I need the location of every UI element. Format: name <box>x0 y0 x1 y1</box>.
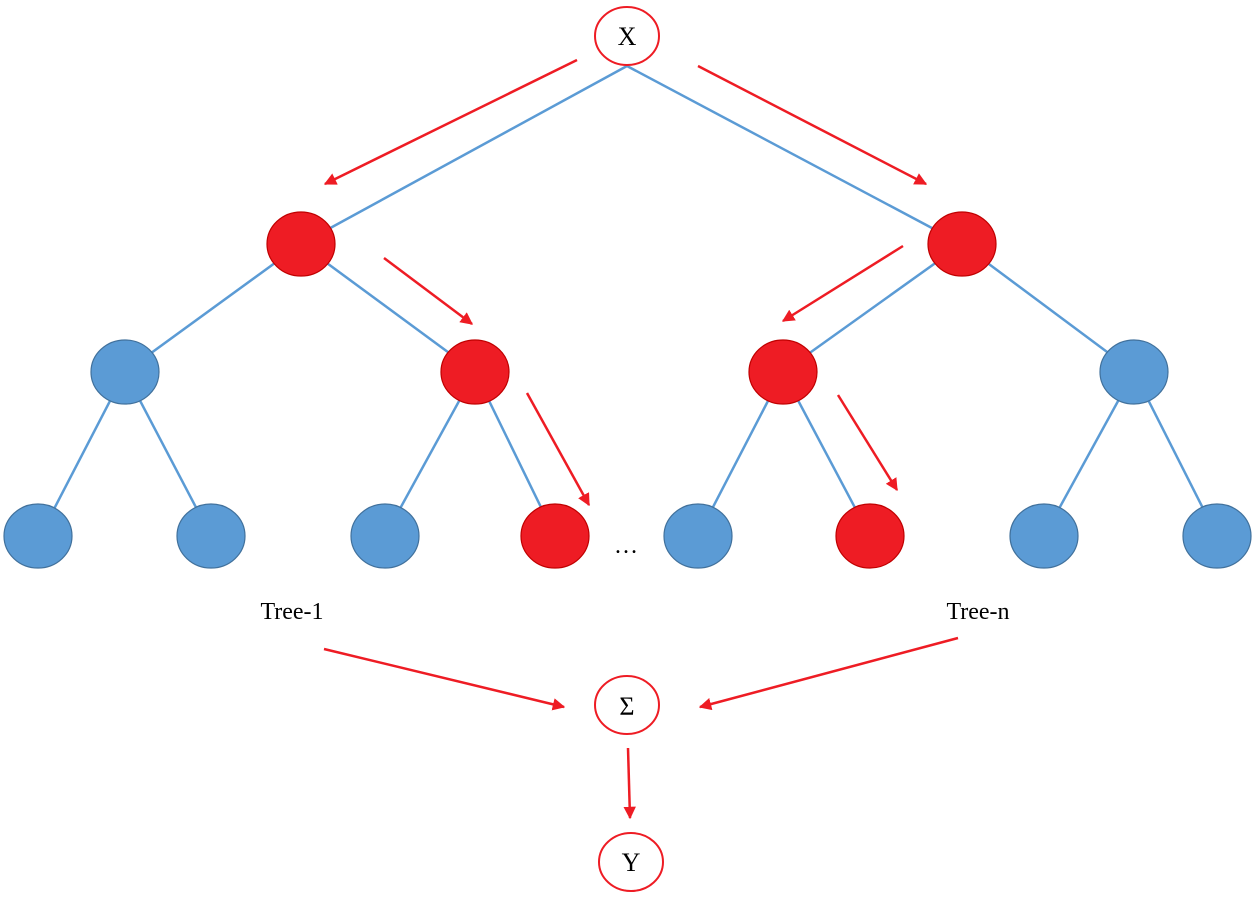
edge-t1-root-right <box>300 242 476 374</box>
edge-tn-root-right <box>961 242 1135 374</box>
tree-1 <box>3 211 590 569</box>
arrow-t1-right-to-leaf <box>525 392 591 507</box>
treen-right-node <box>1099 339 1169 405</box>
output-node <box>598 832 664 892</box>
sum-label: Σ <box>619 692 634 721</box>
arrow-tree1-to-sum <box>323 647 566 711</box>
treen-leaf-1 <box>663 503 733 569</box>
tree1-leaf-4 <box>520 503 590 569</box>
tree1-right-node <box>440 339 510 405</box>
tree-n <box>663 211 1252 569</box>
tree1-left-node <box>90 339 160 405</box>
tree1-leaf-3 <box>350 503 420 569</box>
arrow-tn-left-to-leaf <box>836 394 899 492</box>
tree1-root-node <box>266 211 336 277</box>
tree1-leaf-1 <box>3 503 73 569</box>
arrow-t1-root-to-right <box>383 257 473 325</box>
tree-edges <box>38 64 1219 537</box>
input-label: X <box>618 22 637 51</box>
ellipsis-label: … <box>614 533 638 559</box>
path-arrows <box>323 58 959 820</box>
tree1-leaf-2 <box>176 503 246 569</box>
edge-x-to-treen-root <box>626 64 963 246</box>
treen-root-node <box>927 211 997 277</box>
edge-tn-root-left <box>782 242 963 374</box>
treen-left-node <box>748 339 818 405</box>
treen-leaf-3 <box>1009 503 1079 569</box>
arrow-x-to-treen <box>697 64 928 186</box>
treen-leaf-2 <box>835 503 905 569</box>
edge-t1-root-left <box>124 242 302 374</box>
output-label: Y <box>622 848 641 877</box>
treen-leaf-4 <box>1182 503 1252 569</box>
input-node <box>594 6 660 66</box>
arrow-x-to-tree1 <box>323 58 578 186</box>
sum-node <box>594 675 660 735</box>
arrow-sum-to-y <box>623 747 636 820</box>
tree-n-label: Tree-n <box>946 599 1009 625</box>
edge-x-to-tree1-root <box>300 64 628 246</box>
tree-1-label: Tree-1 <box>260 599 323 625</box>
arrow-treen-to-sum <box>698 636 959 711</box>
arrow-tn-root-to-left <box>781 244 904 323</box>
